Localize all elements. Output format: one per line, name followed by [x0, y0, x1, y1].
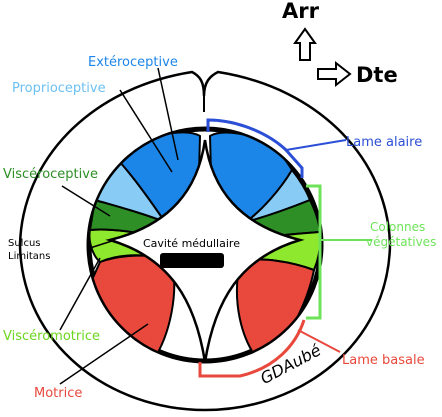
right-label: Dte: [356, 63, 398, 87]
label-visceromotrice: Viscéromotrice: [3, 329, 100, 344]
label-lame-alaire: Lame alaire: [346, 135, 422, 150]
label-limitans: Limitans: [8, 251, 50, 262]
label-exteroceptive: Extéroceptive: [88, 55, 178, 70]
leader-visceromotrice: [59, 257, 101, 331]
right-arrow-icon: [317, 60, 352, 88]
lame-basale-bracket: [198, 319, 306, 378]
label-proprioceptive: Proprioceptive: [12, 81, 106, 96]
leader-visceroceptive: [61, 185, 111, 217]
redaction-bar: [160, 253, 224, 268]
label-colonnes: Colonnes: [370, 220, 425, 234]
label-visceroceptive: Viscéroceptive: [3, 167, 98, 182]
leader-motrice: [59, 323, 149, 385]
lame-basale-pointer: [297, 329, 341, 353]
label-lame-basale: Lame basale: [342, 353, 425, 368]
label-motrice: Motrice: [34, 386, 82, 401]
up-label: Arr: [282, 0, 320, 23]
colonnes-bracket: [306, 184, 322, 320]
lame-alaire-pointer: [285, 139, 347, 151]
leader-proprioceptive: [119, 89, 173, 173]
label-vegetatives: végétatives: [366, 235, 436, 249]
lame-alaire-bracket: [206, 118, 304, 178]
label-sulcus: Sulcus: [8, 238, 41, 249]
leader-sulcus: [89, 239, 116, 249]
central-cavity: [105, 139, 305, 363]
leader-exteroceptive: [157, 67, 179, 161]
label-cavity: Cavité médullaire: [143, 237, 240, 250]
up-arrow-icon: [293, 27, 317, 61]
